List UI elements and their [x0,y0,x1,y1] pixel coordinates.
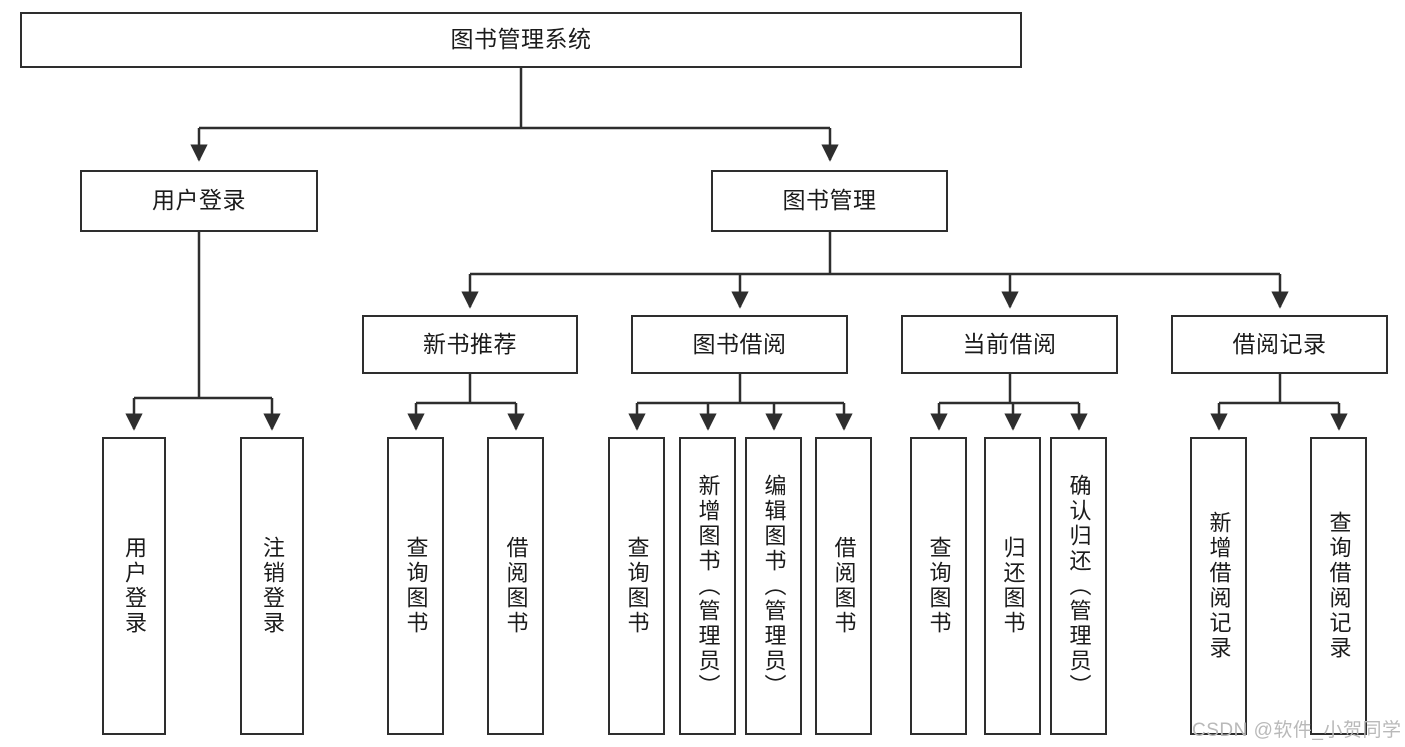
leaf-borrow-book-2[interactable]: 借阅图书 [815,437,872,735]
leaf-query-book-3-label: 查询图书 [926,536,952,636]
leaf-edit-book-label: 编辑图书（管理员） [761,473,787,699]
leaf-user-login[interactable]: 用户登录 [102,437,166,735]
leaf-logout-label: 注销登录 [260,536,285,636]
node-user-login[interactable]: 用户登录 [80,170,318,232]
node-root[interactable]: 图书管理系统 [20,12,1022,68]
leaf-return-book-label: 归还图书 [1000,536,1026,636]
leaf-query-book-2-label: 查询图书 [624,536,650,636]
leaf-query-book-3[interactable]: 查询图书 [910,437,967,735]
leaf-borrow-book-1-label: 借阅图书 [503,536,529,636]
leaf-query-book-2[interactable]: 查询图书 [608,437,665,735]
leaf-add-book[interactable]: 新增图书（管理员） [679,437,736,735]
leaf-add-record[interactable]: 新增借阅记录 [1190,437,1247,735]
leaf-user-login-label: 用户登录 [122,536,147,636]
node-root-label: 图书管理系统 [450,26,592,53]
leaf-borrow-book-2-label: 借阅图书 [831,536,857,636]
node-current-borrow-label: 当前借阅 [962,330,1057,357]
leaf-confirm-return-label: 确认归还（管理员） [1066,473,1092,699]
leaf-query-book-1[interactable]: 查询图书 [387,437,444,735]
leaf-query-record[interactable]: 查询借阅记录 [1310,437,1367,735]
node-new-book-recommend-label: 新书推荐 [423,330,517,357]
leaf-query-record-label: 查询借阅记录 [1326,511,1352,661]
leaf-add-book-label: 新增图书（管理员） [695,473,721,699]
csdn-watermark: CSDN @软件_小贺同学 [1192,720,1402,741]
node-book-borrow-label: 图书借阅 [692,330,787,357]
node-borrow-record-label: 借阅记录 [1232,330,1327,357]
node-new-book-recommend[interactable]: 新书推荐 [362,315,578,374]
leaf-query-book-1-label: 查询图书 [403,536,429,636]
leaf-logout[interactable]: 注销登录 [240,437,304,735]
node-current-borrow[interactable]: 当前借阅 [901,315,1118,374]
node-borrow-record[interactable]: 借阅记录 [1171,315,1388,374]
leaf-return-book[interactable]: 归还图书 [984,437,1041,735]
node-book-manage[interactable]: 图书管理 [711,170,948,232]
leaf-confirm-return[interactable]: 确认归还（管理员） [1050,437,1107,735]
node-book-manage-label: 图书管理 [782,187,877,214]
node-book-borrow[interactable]: 图书借阅 [631,315,848,374]
leaf-borrow-book-1[interactable]: 借阅图书 [487,437,544,735]
node-user-login-label: 用户登录 [152,187,246,214]
leaf-edit-book[interactable]: 编辑图书（管理员） [745,437,802,735]
leaf-add-record-label: 新增借阅记录 [1206,511,1232,661]
